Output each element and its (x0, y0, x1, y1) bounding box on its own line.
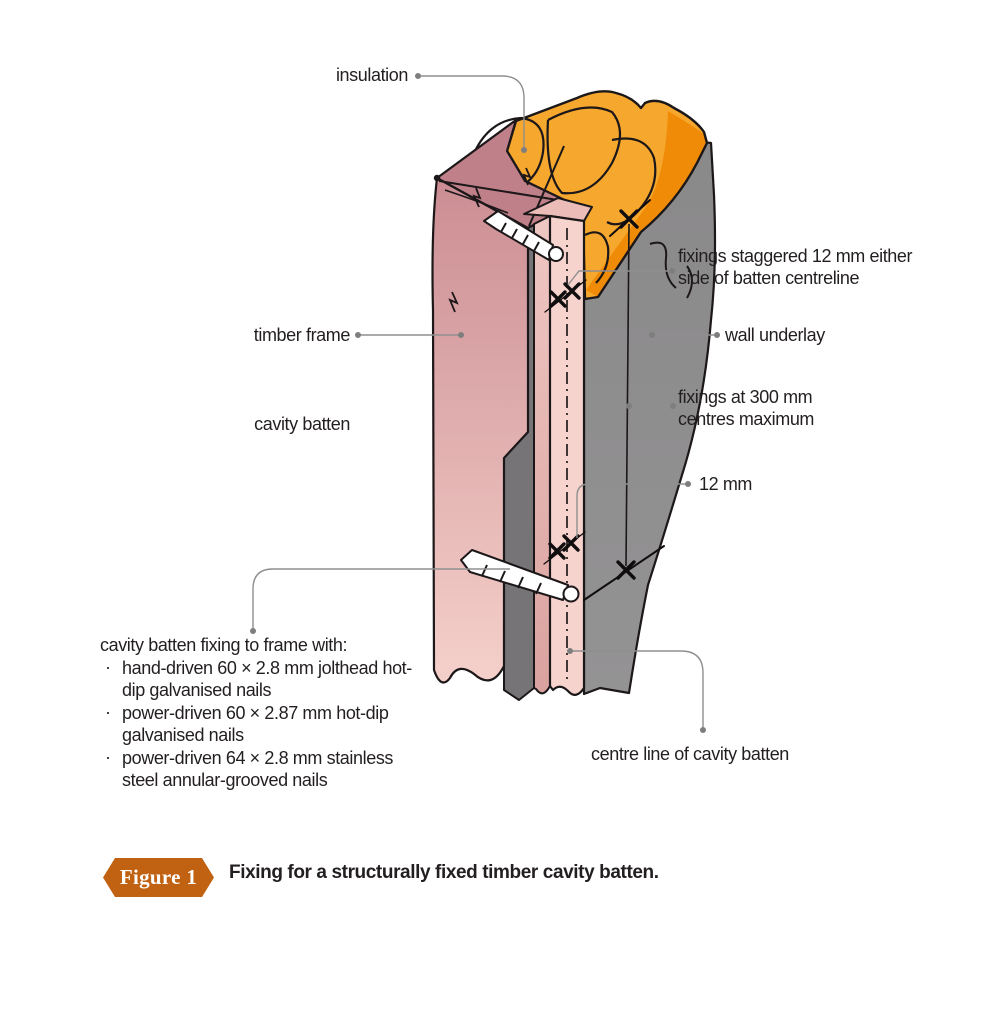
fixing-notes: cavity batten fixing to frame with: · ha… (100, 634, 418, 792)
bullet-glyph: · (105, 701, 111, 722)
leader-lines (252, 75, 717, 728)
bullet-glyph: · (105, 656, 111, 677)
note-item-text: hand-driven 60 × 2.8 mm jolthead hot-dip… (122, 657, 412, 701)
note-item: · power-driven 60 × 2.87 mm hot-dip galv… (100, 702, 418, 747)
timber-frame-shape (431, 118, 575, 684)
label-fixings-centres: fixings at 300 mm centres maximum (678, 387, 815, 429)
nail-bottom (460, 549, 580, 603)
label-wall-underlay: wall underlay (725, 325, 825, 345)
insulation-shape (470, 90, 709, 301)
label-fixings-staggered: fixings staggered 12 mm either side of b… (678, 246, 913, 288)
label-centre-line: centre line of cavity batten (591, 744, 789, 764)
figure-badge-label: Figure 1 (119, 865, 198, 889)
figure-caption: Fixing for a structurally fixed timber c… (229, 862, 659, 883)
bullet-glyph: · (105, 746, 111, 767)
label-insulation: insulation (335, 65, 408, 85)
cavity-batten-shape (523, 197, 593, 696)
fixing-marks (543, 199, 665, 601)
note-item: · power-driven 64 × 2.8 mm stainless ste… (100, 747, 418, 792)
note-item-text: power-driven 60 × 2.87 mm hot-dip galvan… (122, 702, 389, 746)
fixing-line (625, 223, 630, 567)
label-12mm: 12 mm (699, 474, 753, 494)
note-item: · hand-driven 60 × 2.8 mm jolthead hot-d… (100, 657, 418, 702)
notes-intro: cavity batten fixing to frame with: (100, 635, 348, 655)
wall-underlay-shape (582, 141, 717, 696)
label-timber-frame: timber frame (253, 325, 351, 345)
nail-top (483, 210, 564, 262)
leader-dots (250, 73, 720, 733)
label-cavity-batten: cavity batten (254, 414, 350, 434)
figure-badge: Figure 1 (103, 858, 214, 897)
note-item-text: power-driven 64 × 2.8 mm stainless steel… (122, 747, 394, 791)
